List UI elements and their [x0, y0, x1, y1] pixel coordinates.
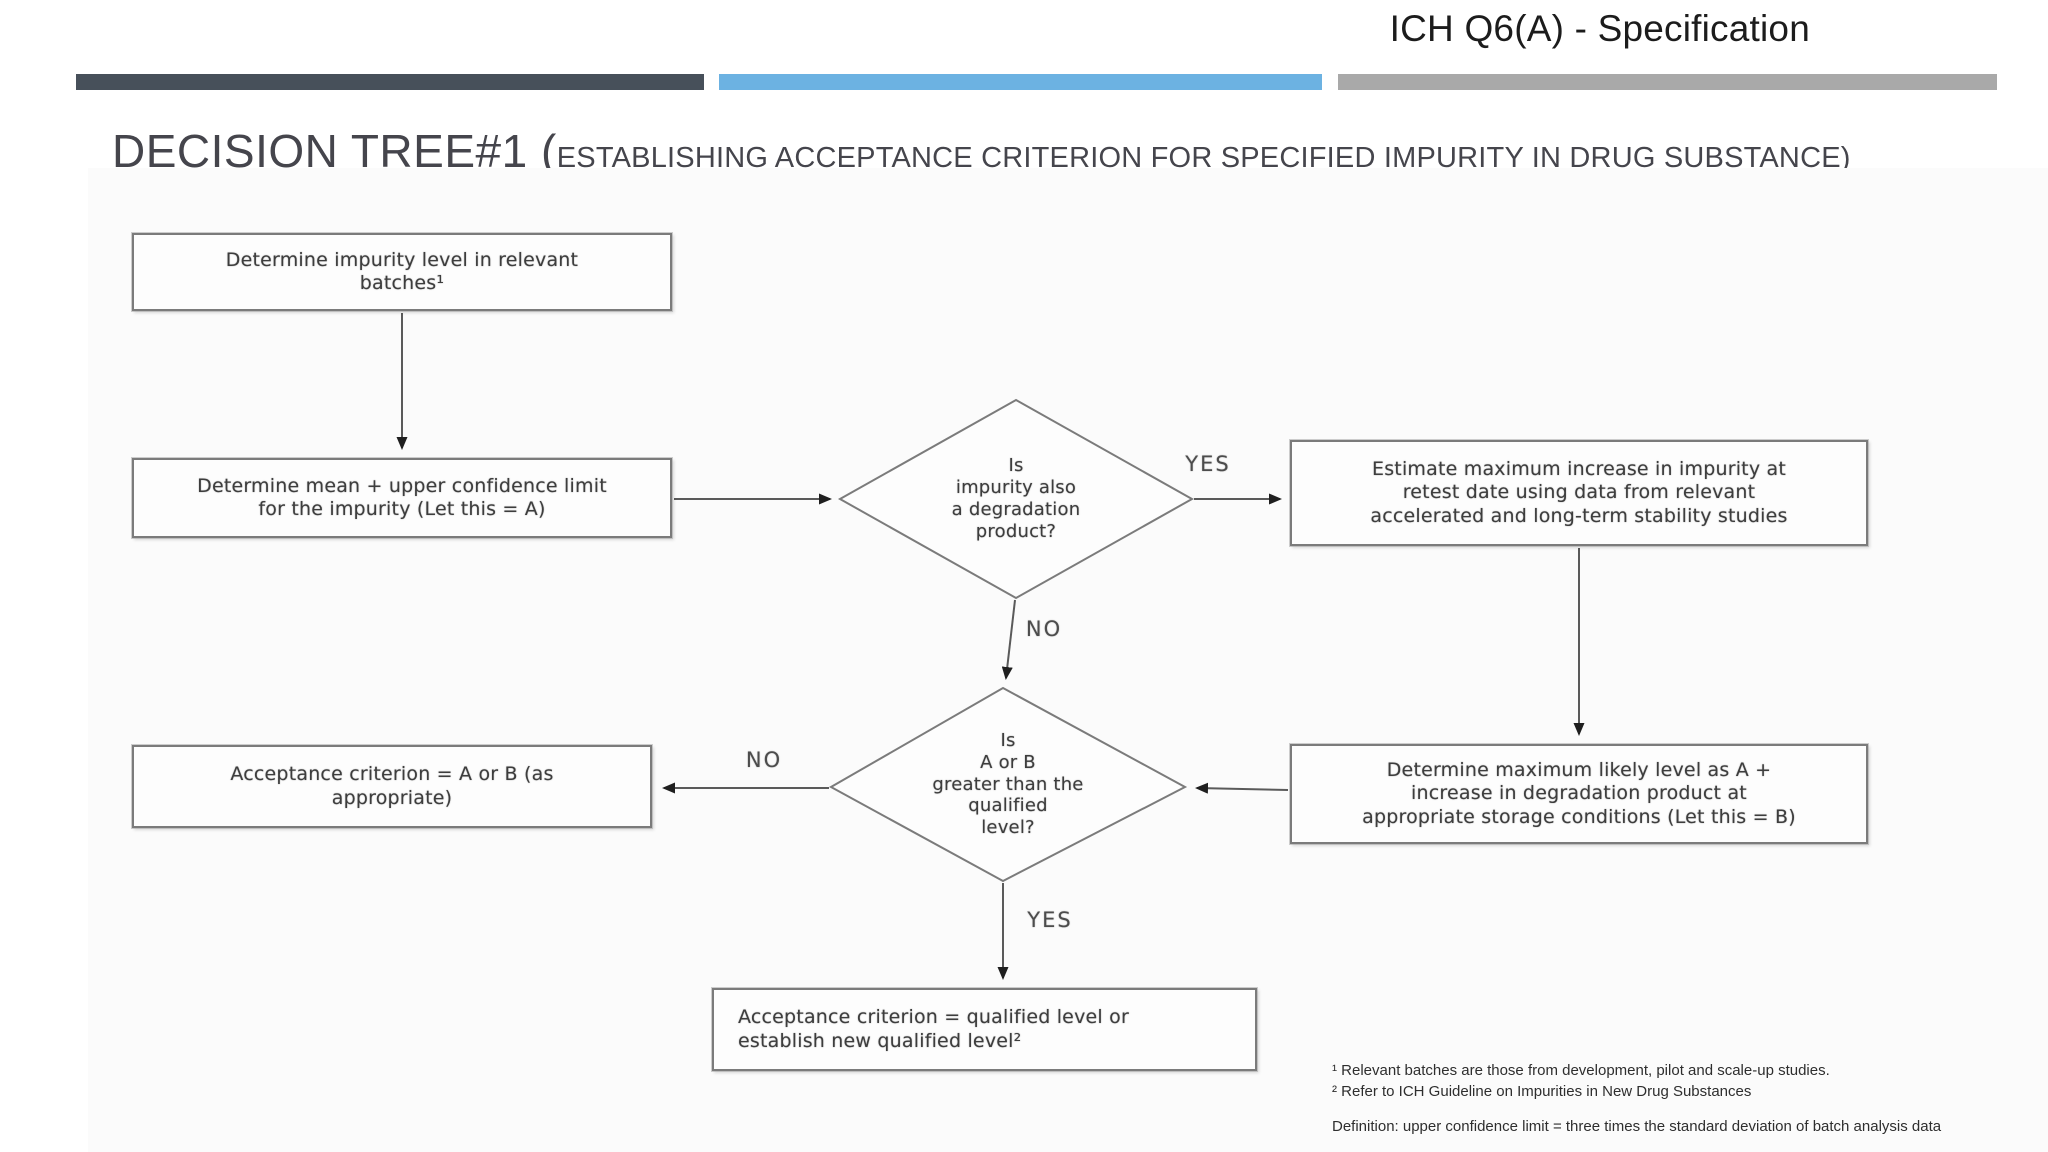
decision-line: Is: [1000, 729, 1016, 751]
footnote-relevant-batches: ¹ Relevant batches are those from develo…: [1332, 1062, 1830, 1079]
accent-bar-dark: [76, 74, 704, 90]
branch-label-yes-degradation: YES: [1185, 452, 1231, 476]
decision-line: qualified: [968, 795, 1048, 817]
node-acceptance-criterion-a-or-b: Acceptance criterion = A or B (as approp…: [132, 745, 652, 828]
decision-a-or-b-greater: Is A or B greater than the qualified lev…: [831, 688, 1185, 881]
accent-bars: [0, 74, 2048, 90]
branch-label-no-degradation: NO: [1025, 617, 1063, 641]
decision-line: a degradation: [951, 499, 1081, 520]
accent-bar-gray: [1338, 74, 1997, 90]
decision-impurity-degradation: Is impurity also a degradation product?: [840, 400, 1192, 598]
connector-diamond1-no-to-diamond2: [1001, 599, 1016, 680]
decision-line: A or B: [980, 751, 1036, 773]
branch-label-yes-qualified: YES: [1027, 908, 1073, 932]
node-estimate-maximum-increase: Estimate maximum increase in impurity at…: [1290, 440, 1868, 546]
decision-line: level?: [981, 817, 1035, 839]
node-determine-impurity-level: Determine impurity level in relevant bat…: [132, 233, 672, 311]
decision-line: Is: [1008, 455, 1024, 477]
decision-line: greater than the: [932, 773, 1084, 795]
footnote-definition: Definition: upper confidence limit = thr…: [1332, 1118, 1942, 1135]
accent-bar-blue: [719, 74, 1322, 90]
branch-label-no-qualified: NO: [745, 748, 783, 772]
node-determine-maximum-likely-level: Determine maximum likely level as A + in…: [1290, 744, 1868, 844]
decision-line: product?: [975, 520, 1057, 542]
diamond-degradation-shape: [837, 398, 1195, 600]
node-acceptance-criterion-qualified: Acceptance criterion = qualified level o…: [712, 988, 1257, 1071]
decision-line: impurity also: [955, 477, 1077, 499]
footnotes: ¹ Relevant batches are those from develo…: [1332, 1060, 2044, 1137]
footnote-ich-guideline: ² Refer to ICH Guideline on Impurities i…: [1332, 1083, 1752, 1100]
diamond-qualified-shape: [828, 686, 1188, 883]
node-determine-mean-upper-confidence: Determine mean + upper confidence limit …: [132, 458, 672, 538]
connector-box4-to-diamond2: [1195, 782, 1289, 794]
slide-header-title: ICH Q6(A) - Specification: [1389, 8, 1810, 49]
